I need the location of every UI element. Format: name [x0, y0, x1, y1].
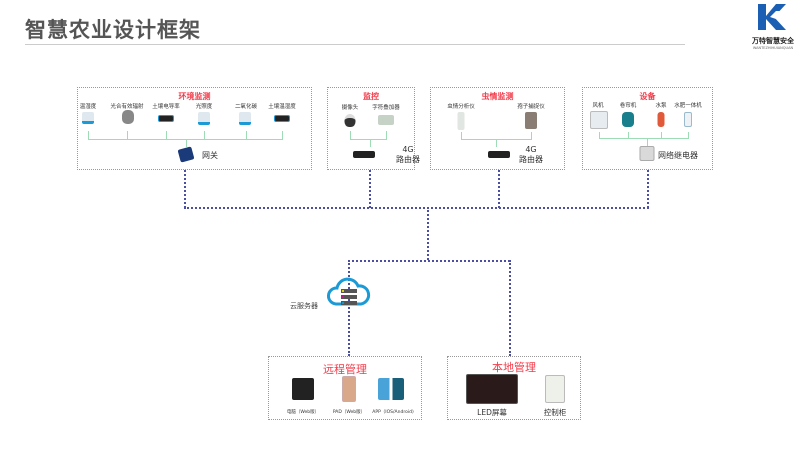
roller-icon: [622, 112, 634, 127]
logo-text: 万特智慧安全: [752, 37, 794, 45]
link: [647, 170, 649, 208]
soil-sensor-icon: [274, 115, 290, 122]
logo-icon: [758, 4, 786, 30]
env-title: 环境监测: [178, 92, 211, 101]
title-divider: [25, 44, 685, 45]
sensor-label: 光合有效辐射: [110, 104, 144, 110]
gateway-icon: [177, 146, 195, 163]
router-label-line1: 4G: [525, 145, 537, 154]
local-management-box: 本地管理 LED屏幕 控制柜: [447, 356, 581, 420]
env-monitoring-box: 环境监测 温湿度 光合有效辐射 土壤电导率 光照度 二氧化碳 土壤温湿度 网关: [77, 87, 312, 170]
logo: 万特智慧安全 WANTEZHIHUIANQUAN: [748, 2, 798, 50]
fan-icon: [590, 111, 608, 129]
control-cabinet-icon: [545, 375, 565, 403]
co2-sensor-icon: [239, 112, 251, 125]
fertigation-icon: [684, 112, 692, 127]
device-label: PAD（Web版）: [332, 410, 366, 415]
monitor-title: 监控: [363, 92, 379, 101]
cabinet-label: 控制柜: [543, 408, 567, 417]
spore-trap-icon: [525, 112, 537, 129]
link: [184, 207, 649, 209]
relay-label: 网络继电器: [658, 151, 698, 160]
device-label: 虫情分析仪: [447, 104, 475, 110]
pest-analyzer-icon: [457, 112, 465, 130]
camera-icon: [344, 114, 356, 127]
osd-overlay-icon: [378, 115, 394, 125]
device-label: 水泵: [655, 103, 667, 109]
device-label: 电脑（Web版）: [286, 410, 320, 415]
remote-management-box: 远程管理 电脑（Web版） PAD（Web版） APP（IOS/Android): [268, 356, 422, 420]
led-label: LED屏幕: [477, 408, 507, 417]
link: [348, 260, 350, 356]
soil-ec-sensor-icon: [158, 115, 174, 122]
device-title: 设备: [639, 92, 656, 101]
phone-icon: [378, 378, 404, 400]
link: [427, 207, 429, 260]
pest-title: 虫情监测: [481, 92, 514, 101]
device-label: APP（IOS/Android): [372, 410, 414, 415]
remote-title: 远程管理: [323, 363, 367, 376]
link: [509, 260, 511, 356]
sensor-label: 土壤电导率: [152, 104, 180, 110]
device-label: 孢子捕捉仪: [517, 104, 545, 110]
sensor-label: 土壤温湿度: [268, 104, 296, 110]
router-label-line2: 路由器: [519, 154, 543, 164]
par-sensor-icon: [122, 110, 134, 124]
local-title: 本地管理: [492, 361, 536, 374]
device-label: 卷帘机: [619, 103, 637, 109]
humidity-sensor-icon: [82, 112, 94, 124]
router-icon: [353, 151, 375, 158]
water-pump-icon: [657, 112, 665, 127]
gateway-label: 网关: [202, 151, 218, 160]
device-label: 摄像头: [341, 105, 359, 111]
link: [369, 170, 371, 208]
router-icon: [488, 151, 510, 158]
sensor-label: 二氧化碳: [234, 104, 258, 110]
link: [184, 170, 186, 208]
device-label: 风机: [592, 103, 604, 109]
link: [498, 170, 500, 208]
device-label: 水肥一体机: [674, 103, 702, 109]
light-sensor-icon: [198, 112, 210, 125]
sensor-label: 光照度: [195, 104, 213, 110]
page-title: 智慧农业设计框架: [25, 18, 201, 42]
led-screen-icon: [466, 374, 518, 404]
cloud-server-label: 云服务器: [290, 302, 318, 310]
link: [348, 260, 510, 262]
network-relay-icon: [639, 146, 655, 161]
equipment-box: 设备 风机 卷帘机 水泵 水肥一体机 网络继电器: [582, 87, 713, 170]
sensor-label: 温湿度: [79, 104, 97, 110]
router-label-line1: 4G: [402, 145, 414, 154]
tablet-icon: [342, 376, 356, 402]
cloud-server-icon: [327, 277, 371, 306]
router-label-line2: 路由器: [396, 154, 420, 164]
device-label: 字符叠加器: [372, 105, 400, 111]
computer-icon: [292, 378, 314, 400]
logo-subtext: WANTEZHIHUIANQUAN: [752, 46, 794, 50]
